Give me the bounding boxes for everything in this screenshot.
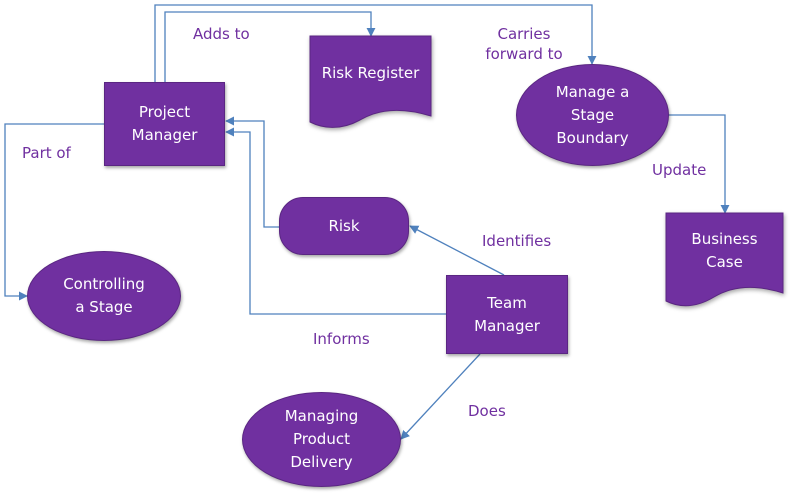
team-manager-node[interactable]: Team Manager — [446, 275, 568, 354]
project-manager-node[interactable]: Project Manager — [104, 82, 225, 166]
manage-stage-boundary-node[interactable]: Manage a Stage Boundary — [516, 64, 669, 166]
edge-carries-forward-to — [154, 4, 597, 82]
risk-register-label: Risk Register — [321, 63, 420, 82]
controlling-stage-node[interactable]: Controlling a Stage — [27, 251, 181, 341]
manage-stage-boundary-label: Manage a Stage Boundary — [555, 82, 630, 147]
label-part-of: Part of — [22, 144, 71, 162]
risk-label: Risk — [328, 216, 360, 235]
label-identifies: Identifies — [482, 232, 552, 250]
risk-node[interactable]: Risk — [279, 197, 409, 255]
label-informs: Informs — [313, 330, 370, 348]
business-case-shape[interactable] — [665, 212, 784, 309]
team-manager-label: Team Manager — [474, 293, 540, 335]
risk-register-node: Risk Register — [310, 36, 431, 110]
edge-identifies — [409, 225, 505, 276]
edge-adds-to — [164, 11, 376, 82]
business-case-label: Business Case — [691, 230, 758, 271]
label-adds-to: Adds to — [193, 25, 250, 43]
project-manager-label: Project Manager — [131, 103, 198, 144]
edge-part-of — [4, 123, 104, 301]
risk-register-shape[interactable] — [309, 35, 432, 130]
label-update: Update — [652, 161, 707, 179]
edge-update — [668, 114, 730, 214]
label-does: Does — [468, 402, 506, 420]
edge-risk-to-pm — [225, 116, 279, 228]
edge-informs — [225, 127, 446, 315]
controlling-stage-label: Controlling a Stage — [63, 275, 145, 316]
edge-does — [400, 353, 481, 440]
managing-product-delivery-node[interactable]: Managing Product Delivery — [242, 392, 401, 487]
managing-product-delivery-label: Managing Product Delivery — [284, 407, 359, 471]
label-carries-forward-to: Carries forward to — [485, 25, 563, 63]
business-case-node: Business Case — [666, 213, 783, 289]
